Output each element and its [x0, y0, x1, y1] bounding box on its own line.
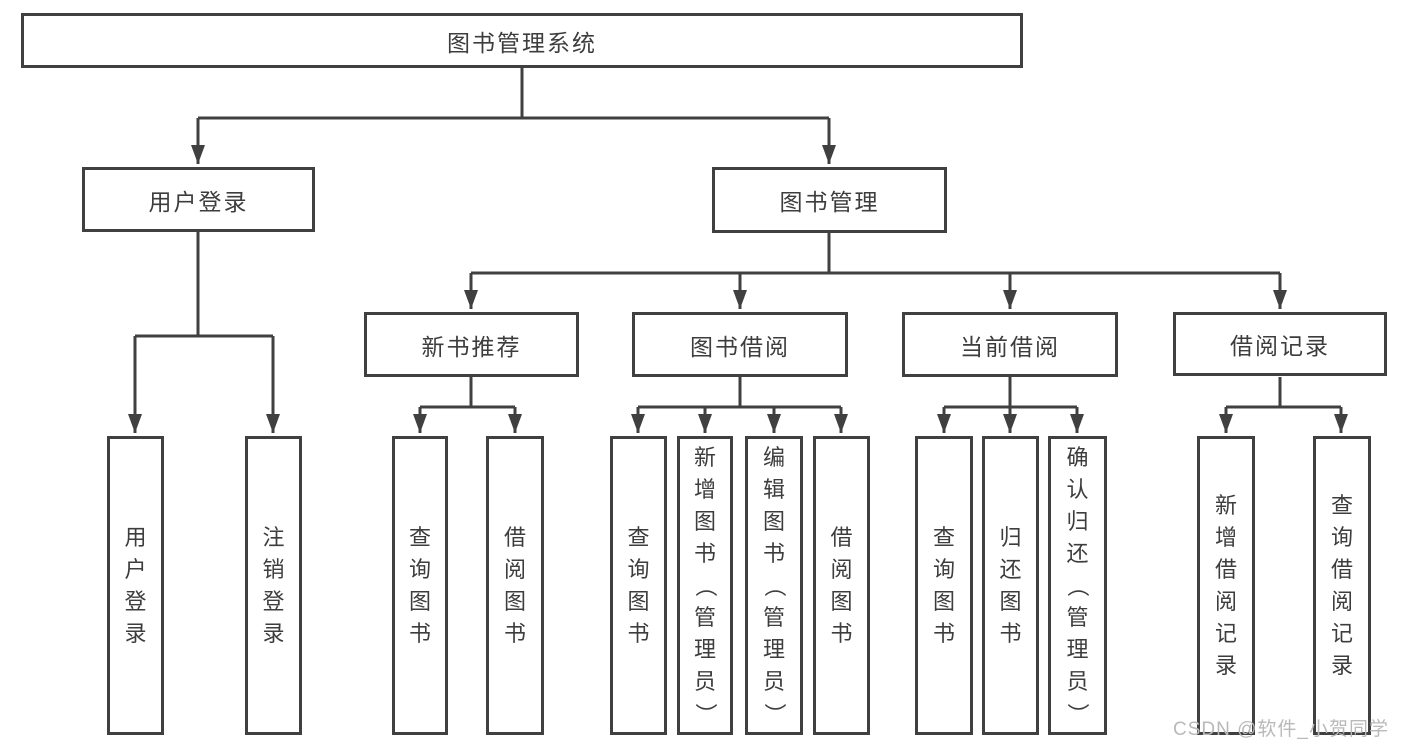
leaf-edit-book-admin-label: 编辑图书（管理员）	[761, 444, 787, 725]
node-book-management-label: 图书管理	[779, 189, 880, 215]
node-book-borrow-label: 图书借阅	[690, 333, 790, 360]
leaf-logout-label: 注销登录	[262, 524, 285, 646]
leaf-borrow-borrow-book-label: 借阅图书	[830, 524, 853, 646]
leaf-add-borrow-record-label: 新增借阅记录	[1214, 492, 1237, 678]
leaf-borrow-query-book: 查询图书	[610, 436, 667, 735]
node-borrow-records: 借阅记录	[1173, 312, 1387, 376]
leaf-add-borrow-record: 新增借阅记录	[1197, 436, 1255, 735]
node-root-label: 图书管理系统	[447, 29, 597, 56]
leaf-rec-borrow-book-label: 借阅图书	[503, 524, 526, 646]
leaf-cur-query-book-label: 查询图书	[932, 524, 955, 646]
node-book-management: 图书管理	[712, 167, 947, 233]
leaf-add-book-admin: 新增图书（管理员）	[677, 436, 733, 735]
leaf-user-login-label: 用户登录	[124, 524, 147, 646]
leaf-rec-query-book: 查询图书	[392, 436, 448, 735]
node-user-login: 用户登录	[82, 167, 315, 232]
node-new-book-recommend: 新书推荐	[364, 312, 579, 377]
node-current-borrow-label: 当前借阅	[960, 333, 1060, 360]
leaf-logout: 注销登录	[245, 436, 302, 735]
node-root: 图书管理系统	[21, 13, 1023, 68]
leaf-query-borrow-record: 查询借阅记录	[1313, 436, 1371, 735]
leaf-add-book-admin-label: 新增图书（管理员）	[692, 444, 718, 725]
leaf-confirm-return-admin: 确认归还（管理员）	[1048, 436, 1107, 735]
leaf-rec-query-book-label: 查询图书	[408, 524, 431, 646]
leaf-return-book: 归还图书	[982, 436, 1039, 735]
leaf-cur-query-book: 查询图书	[915, 436, 973, 735]
leaf-user-login: 用户登录	[107, 436, 164, 735]
leaf-rec-borrow-book: 借阅图书	[486, 436, 544, 735]
leaf-borrow-borrow-book: 借阅图书	[813, 436, 870, 735]
leaf-edit-book-admin: 编辑图书（管理员）	[745, 436, 803, 735]
leaf-query-borrow-record-label: 查询借阅记录	[1330, 492, 1353, 678]
node-user-login-label: 用户登录	[148, 188, 249, 215]
node-current-borrow: 当前借阅	[902, 312, 1118, 377]
leaf-return-book-label: 归还图书	[999, 524, 1022, 646]
leaf-confirm-return-admin-label: 确认归还（管理员）	[1065, 444, 1091, 725]
node-borrow-records-label: 借阅记录	[1230, 333, 1330, 359]
csdn-watermark: CSDN @软件_小贺同学	[1173, 719, 1389, 740]
node-book-borrow: 图书借阅	[632, 312, 848, 377]
node-new-book-recommend-label: 新书推荐	[421, 333, 522, 360]
leaf-borrow-query-book-label: 查询图书	[627, 524, 650, 646]
